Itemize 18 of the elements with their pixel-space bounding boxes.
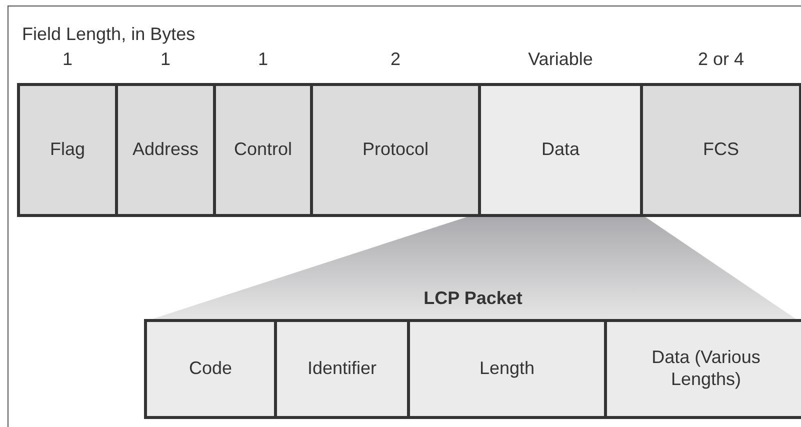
byte-length: 2 or 4	[696, 49, 746, 71]
table-heading: LCP Packet	[422, 288, 524, 310]
field-name: Identifier	[306, 358, 378, 380]
axis-caption: Field Length, in Bytes	[22, 24, 196, 45]
byte-length: 1	[61, 49, 74, 71]
byte-length: Variable	[527, 49, 594, 71]
field-name: Data	[540, 139, 581, 161]
field-name: Length	[478, 358, 536, 380]
field-name: FCS	[702, 139, 740, 161]
field-name: Control	[232, 139, 294, 161]
field-name: Flag	[48, 139, 86, 161]
byte-length: 1	[256, 49, 269, 71]
byte-length: 1	[159, 49, 172, 71]
field-name: Address	[131, 139, 200, 161]
field-name: Code	[188, 358, 234, 380]
field-name: Protocol	[361, 139, 430, 161]
byte-length: 2	[389, 49, 402, 71]
field-name: Data (Various Lengths)	[650, 347, 762, 391]
